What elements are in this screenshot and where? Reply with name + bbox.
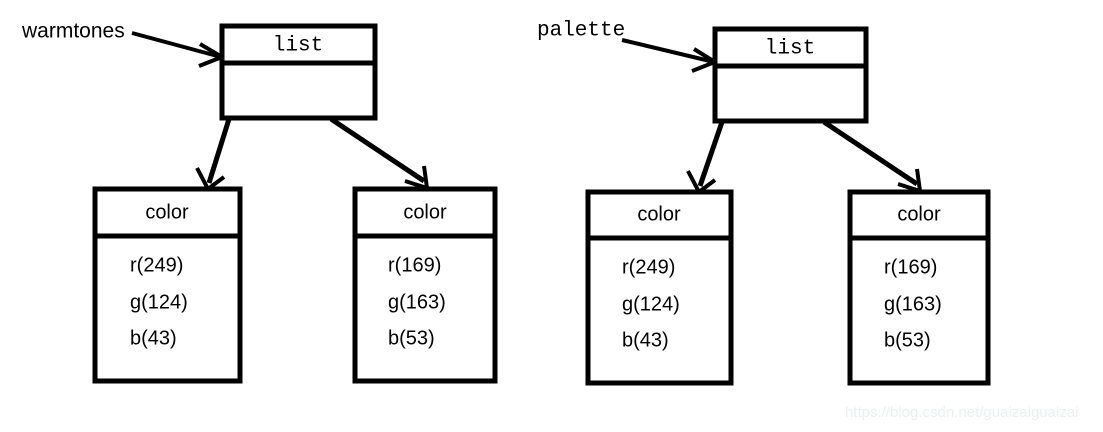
list-box-rect	[712, 26, 869, 124]
link-arrow-palette-to-object-1	[686, 121, 725, 196]
color-box-header: color	[145, 201, 189, 223]
color-attr-green: g(124)	[622, 293, 680, 315]
color-attr-green: g(124)	[130, 291, 188, 313]
reference-arrow-palette	[621, 38, 720, 73]
list-box-title: list	[273, 35, 323, 58]
color-box-header: color	[403, 201, 447, 223]
color-attr-green: g(163)	[884, 293, 942, 315]
color-attr-red: r(169)	[884, 256, 937, 278]
list-box-rect	[219, 23, 378, 121]
reference-label-warmtones: warmtones	[21, 20, 125, 43]
color-box-rect	[352, 186, 498, 384]
list-box-warmtones: list	[219, 23, 378, 121]
color-box-rect	[847, 189, 991, 386]
color-attr-red: r(249)	[130, 254, 183, 276]
color-attr-blue: b(43)	[130, 327, 177, 349]
color-attr-blue: b(53)	[884, 329, 931, 351]
color-box-header: color	[897, 203, 941, 225]
color-object-box: color r(249) g(124) b(43)	[585, 189, 734, 386]
link-arrow-warmtones-to-object-2	[329, 116, 430, 191]
color-attr-green: g(163)	[388, 291, 446, 313]
list-box-title: list	[765, 38, 815, 61]
color-attr-blue: b(43)	[622, 329, 669, 351]
color-object-box: color r(249) g(124) b(43)	[92, 186, 243, 384]
reference-label-palette: palette	[537, 20, 625, 43]
reference-arrow-warmtones	[131, 31, 227, 68]
color-attr-red: r(249)	[622, 256, 675, 278]
color-attr-blue: b(53)	[388, 327, 435, 349]
color-box-rect	[92, 186, 243, 384]
color-object-box: color r(169) g(163) b(53)	[847, 189, 991, 386]
color-object-box: color r(169) g(163) b(53)	[352, 186, 498, 384]
link-arrow-warmtones-to-object-1	[195, 118, 232, 193]
color-attr-red: r(169)	[388, 254, 441, 276]
color-box-header: color	[637, 203, 681, 225]
link-arrow-palette-to-object-2	[822, 119, 923, 194]
diagram-group-palette: palette list color r(249) g(124) b(43)	[537, 20, 991, 386]
color-box-rect	[585, 189, 734, 386]
watermark-label: https://blog.csdn.net/guaizaiguaizai	[845, 404, 1079, 421]
list-box-palette: list	[712, 26, 869, 124]
diagram-group-warmtones: warmtones list color r(249) g(124) b(43)	[21, 20, 498, 384]
